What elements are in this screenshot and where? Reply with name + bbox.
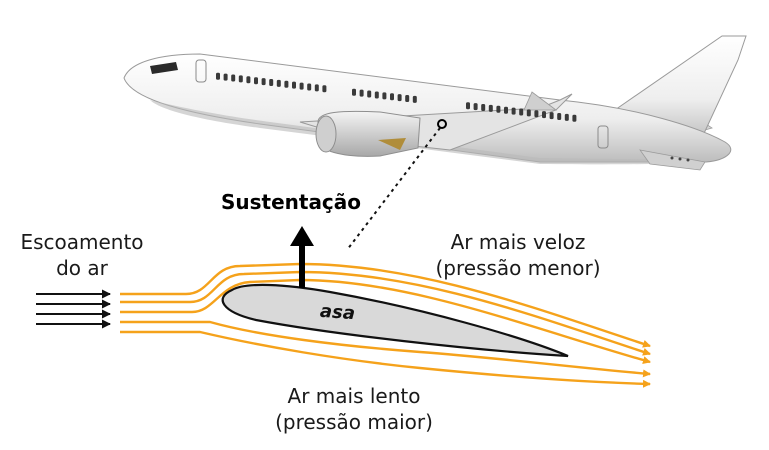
window — [307, 83, 312, 91]
window — [473, 103, 478, 111]
window — [397, 94, 402, 102]
window — [542, 111, 546, 119]
window — [276, 79, 281, 87]
leader-line — [346, 127, 441, 251]
window — [223, 73, 228, 81]
window — [261, 78, 266, 86]
airflow-arrows — [36, 289, 111, 329]
airflow-label-line1: Escoamento — [20, 230, 144, 254]
window — [254, 77, 258, 85]
window — [284, 80, 289, 88]
window — [374, 91, 379, 99]
slower-air-line2: (pressão maior) — [275, 410, 433, 434]
lift-arrow — [290, 226, 314, 288]
window — [352, 88, 356, 96]
window — [511, 107, 516, 115]
window — [526, 109, 531, 117]
airflow-label-line2: do ar — [56, 256, 108, 280]
window — [572, 114, 577, 122]
window — [359, 89, 364, 97]
window — [405, 95, 410, 103]
airplane-illustration — [123, 35, 747, 171]
window — [269, 78, 274, 86]
window — [504, 106, 508, 114]
wing-label: asa — [319, 300, 356, 325]
window — [314, 84, 319, 92]
window — [322, 85, 327, 93]
lift-label: Sustentação — [220, 190, 362, 214]
window — [481, 104, 486, 112]
slower-air-label: Ar mais lento (pressão maior) — [254, 383, 454, 435]
window — [549, 112, 554, 120]
window — [534, 110, 539, 118]
faster-air-line1: Ar mais veloz — [450, 230, 586, 254]
window — [496, 105, 501, 113]
window — [367, 90, 372, 98]
window — [466, 102, 470, 110]
window — [246, 76, 251, 84]
window — [382, 92, 387, 100]
faster-air-line2: (pressão menor) — [435, 256, 601, 280]
slower-air-line1: Ar mais lento — [287, 384, 421, 408]
window — [488, 104, 493, 112]
window — [238, 75, 243, 83]
window — [564, 113, 569, 121]
wing-airfoil — [221, 283, 569, 358]
window — [299, 82, 304, 90]
window — [292, 81, 296, 89]
window — [216, 72, 220, 80]
faster-air-label: Ar mais veloz (pressão menor) — [418, 229, 618, 281]
window — [412, 95, 417, 103]
window — [519, 108, 524, 116]
window — [390, 93, 394, 101]
streamlines — [120, 262, 651, 388]
airflow-label: Escoamento do ar — [12, 229, 152, 281]
window — [557, 112, 562, 120]
window — [231, 74, 236, 82]
